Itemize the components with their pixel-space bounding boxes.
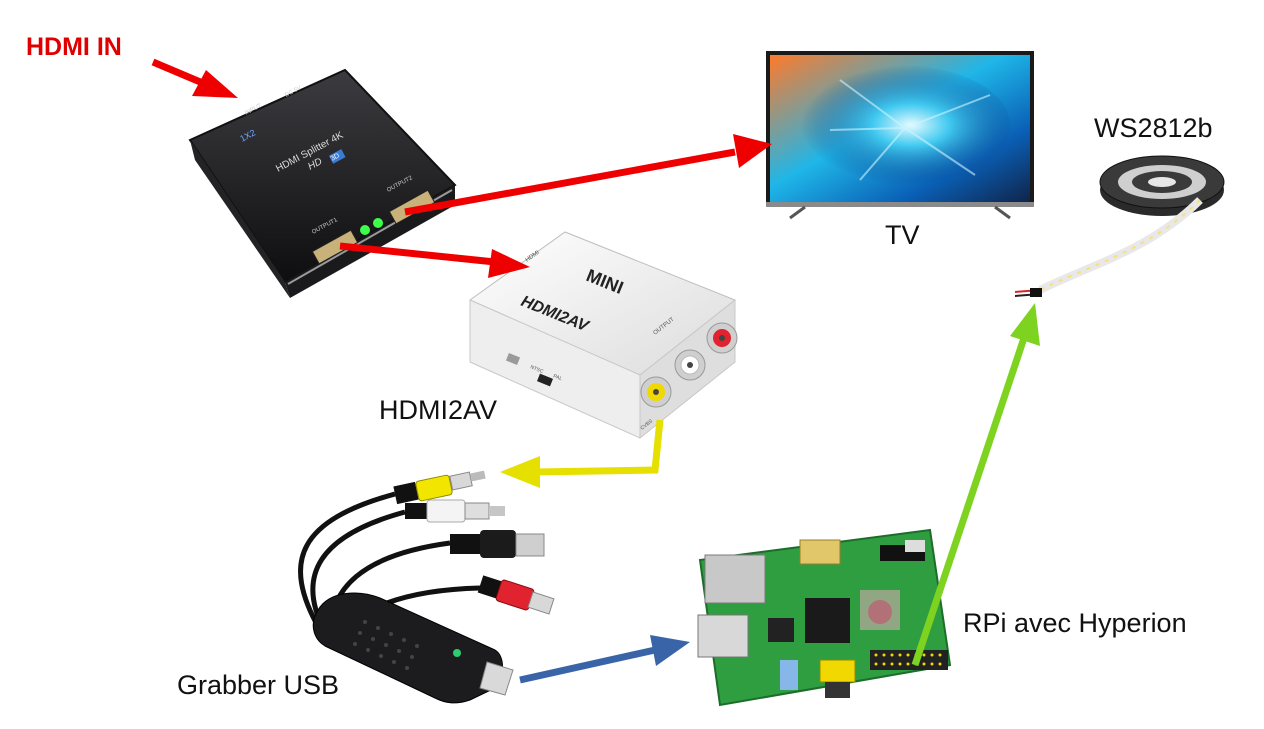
hdmi-splitter: HDMI Splitter 4K HD 3D 1X2 INPUT DC 5V O… xyxy=(188,68,457,298)
hdmi-in-arrow xyxy=(151,58,238,98)
hdmi2av-to-grabber-arrow xyxy=(500,419,664,488)
s-video-plug xyxy=(450,530,545,558)
rca-red-plug xyxy=(477,575,555,615)
splitter-to-hdmi2av-arrow xyxy=(339,242,530,278)
hdmi-in-label: HDMI IN xyxy=(26,33,122,61)
converter-ntsc-text: NTSC xyxy=(529,364,544,375)
rca-yellow-plug xyxy=(393,470,486,505)
ws2812b-label: WS2812b xyxy=(1094,113,1213,143)
tv-label: TV xyxy=(885,220,920,250)
usb-grabber xyxy=(298,470,555,704)
soc-chip xyxy=(805,598,850,643)
gpio-header xyxy=(870,650,948,670)
rca-white-plug xyxy=(405,499,505,523)
composite-out xyxy=(819,659,856,683)
hdmi2av-converter: MINI HDMI2AV HDMI OUTPUT NTSC PAL CVBS xyxy=(468,231,738,440)
hdmi2av-label: HDMI2AV xyxy=(379,395,498,425)
converter-pal-text: PAL xyxy=(552,373,563,382)
splitter-3d-text: 3D xyxy=(330,152,341,162)
tv-device xyxy=(766,51,1034,220)
grabber-usb-label: Grabber USB xyxy=(177,670,340,700)
rpi-to-led-arrow xyxy=(911,303,1040,667)
usb-ports xyxy=(697,614,749,658)
raspberry-pi-board xyxy=(697,528,952,707)
ethernet-port xyxy=(704,554,766,604)
hdmi-port xyxy=(799,539,841,565)
splitter-to-tv-arrow xyxy=(404,134,772,216)
led-strip-reel xyxy=(1014,155,1225,297)
rpi-hyperion-label: RPi avec Hyperion xyxy=(963,608,1187,638)
grabber-to-rpi-arrow xyxy=(519,635,690,684)
